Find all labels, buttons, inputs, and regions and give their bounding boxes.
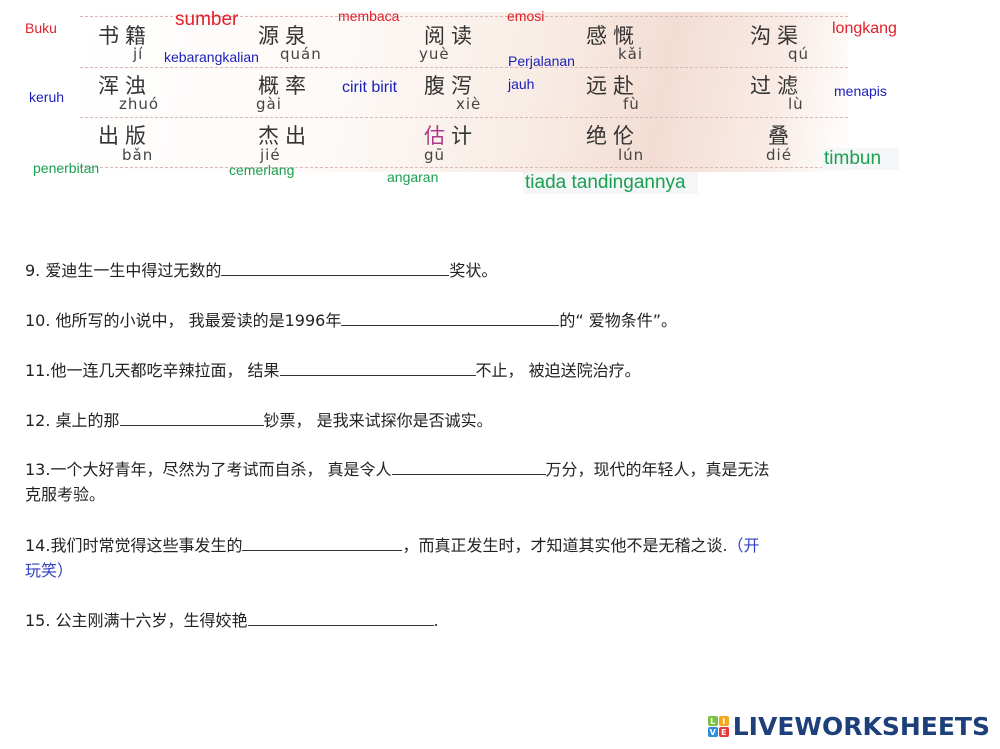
question-15: 15. 公主刚满十六岁，生得姣艳.: [25, 609, 439, 630]
vocab-pinyin: gài: [256, 95, 282, 113]
hint-note-continued: 玩笑）: [25, 561, 74, 580]
vocab-hanzi: 源泉: [258, 24, 312, 48]
vocab-pinyin: jí: [133, 45, 144, 63]
answer-blank-13[interactable]: [391, 458, 546, 475]
vocabulary-image-panel: [80, 12, 848, 172]
label-longkang: longkang: [832, 20, 897, 37]
hint-note: （开: [727, 536, 760, 555]
label-tiada-tandingannya: tiada tandingannya: [523, 172, 698, 194]
label-membaca: membaca: [338, 8, 400, 24]
label-cirit-birit: cirit birit: [342, 79, 398, 96]
highlighted-character: 估: [424, 124, 451, 148]
vocab-pinyin: kǎi: [618, 45, 644, 63]
liveworksheets-logo[interactable]: L I V E LIVEWORKSHEETS: [707, 712, 990, 741]
label-angaran: angaran: [387, 169, 439, 185]
vocab-pinyin: quán: [280, 45, 322, 63]
label-penerbitan: penerbitan: [33, 160, 100, 176]
vocab-pinyin: zhuó: [119, 95, 160, 113]
vocab-hanzi: 绝伦: [586, 124, 640, 148]
dashed-divider: [80, 67, 848, 68]
vocab-hanzi: 感慨: [586, 24, 640, 48]
vocab-pinyin: lún: [618, 146, 645, 164]
answer-blank-15[interactable]: [247, 609, 434, 626]
vocab-pinyin: fù: [623, 95, 640, 113]
vocab-pinyin: lù: [788, 95, 804, 113]
answer-blank-10[interactable]: [341, 309, 560, 326]
answer-blank-14[interactable]: [242, 534, 403, 551]
label-keruh: keruh: [29, 89, 65, 105]
vocab-hanzi: 杰出: [258, 124, 312, 148]
vocab-pinyin: jié: [260, 146, 281, 164]
label-menapis: menapis: [834, 83, 887, 99]
live-icon: L I V E: [707, 716, 729, 737]
question-13: 13.一个大好青年，尽然为了考试而自杀， 真是令人万分，现代的年轻人，真是无法 …: [25, 458, 770, 504]
vocab-hanzi: 过滤: [750, 74, 804, 98]
vocab-pinyin: dié: [766, 146, 792, 164]
vocab-hanzi: 出版: [98, 124, 152, 148]
label-timbun: timbun: [822, 148, 900, 170]
vocab-hanzi: 书籍: [98, 24, 152, 48]
question-9: 9. 爱迪生一生中得过无数的奖状。: [25, 259, 498, 280]
vocab-pinyin: qú: [788, 45, 810, 63]
vocab-hanzi-highlighted: 估计: [424, 124, 478, 148]
vocab-hanzi: 阅读: [424, 24, 478, 48]
label-kebarangkalian: kebarangkalian: [164, 49, 259, 65]
vocab-hanzi: 远赴: [586, 74, 640, 98]
dashed-divider: [80, 117, 848, 118]
answer-blank-11[interactable]: [279, 359, 476, 376]
vocab-hanzi: 浑浊: [98, 74, 152, 98]
vocab-hanzi: 概率: [258, 74, 312, 98]
vocab-hanzi: 腹泻: [424, 74, 478, 98]
dashed-divider: [80, 167, 848, 168]
question-10: 10. 他所写的小说中， 我最爱读的是1996年的“ 爱物条件”。: [25, 309, 678, 330]
label-perjalanan: Perjalanan: [508, 53, 575, 69]
label-jauh: jauh: [508, 76, 535, 92]
vocab-pinyin: xiè: [456, 95, 482, 113]
vocab-pinyin: yuè: [419, 45, 450, 63]
vocab-pinyin: gū: [424, 146, 446, 164]
logo-wordmark: LIVEWORKSHEETS: [732, 712, 990, 741]
question-11: 11.他一连几天都吃辛辣拉面， 结果不止， 被迫送院治疗。: [25, 359, 641, 380]
question-14: 14.我们时常觉得这些事发生的，而真正发生时，才知道其实他不是无稽之谈.（开 玩…: [25, 534, 760, 580]
answer-blank-12[interactable]: [119, 409, 264, 426]
label-sumber: sumber: [175, 9, 239, 30]
label-emosi: emosi: [507, 8, 545, 24]
vocab-hanzi: 沟渠: [750, 24, 804, 48]
question-12: 12. 桌上的那钞票， 是我来试探你是否诚实。: [25, 409, 493, 430]
vocab-pinyin: bǎn: [122, 146, 154, 164]
answer-blank-9[interactable]: [221, 259, 450, 276]
label-buku: Buku: [25, 20, 57, 36]
dashed-divider: [80, 16, 848, 17]
vocab-hanzi: 叠: [768, 124, 795, 148]
label-cemerlang: cemerlang: [229, 162, 295, 178]
